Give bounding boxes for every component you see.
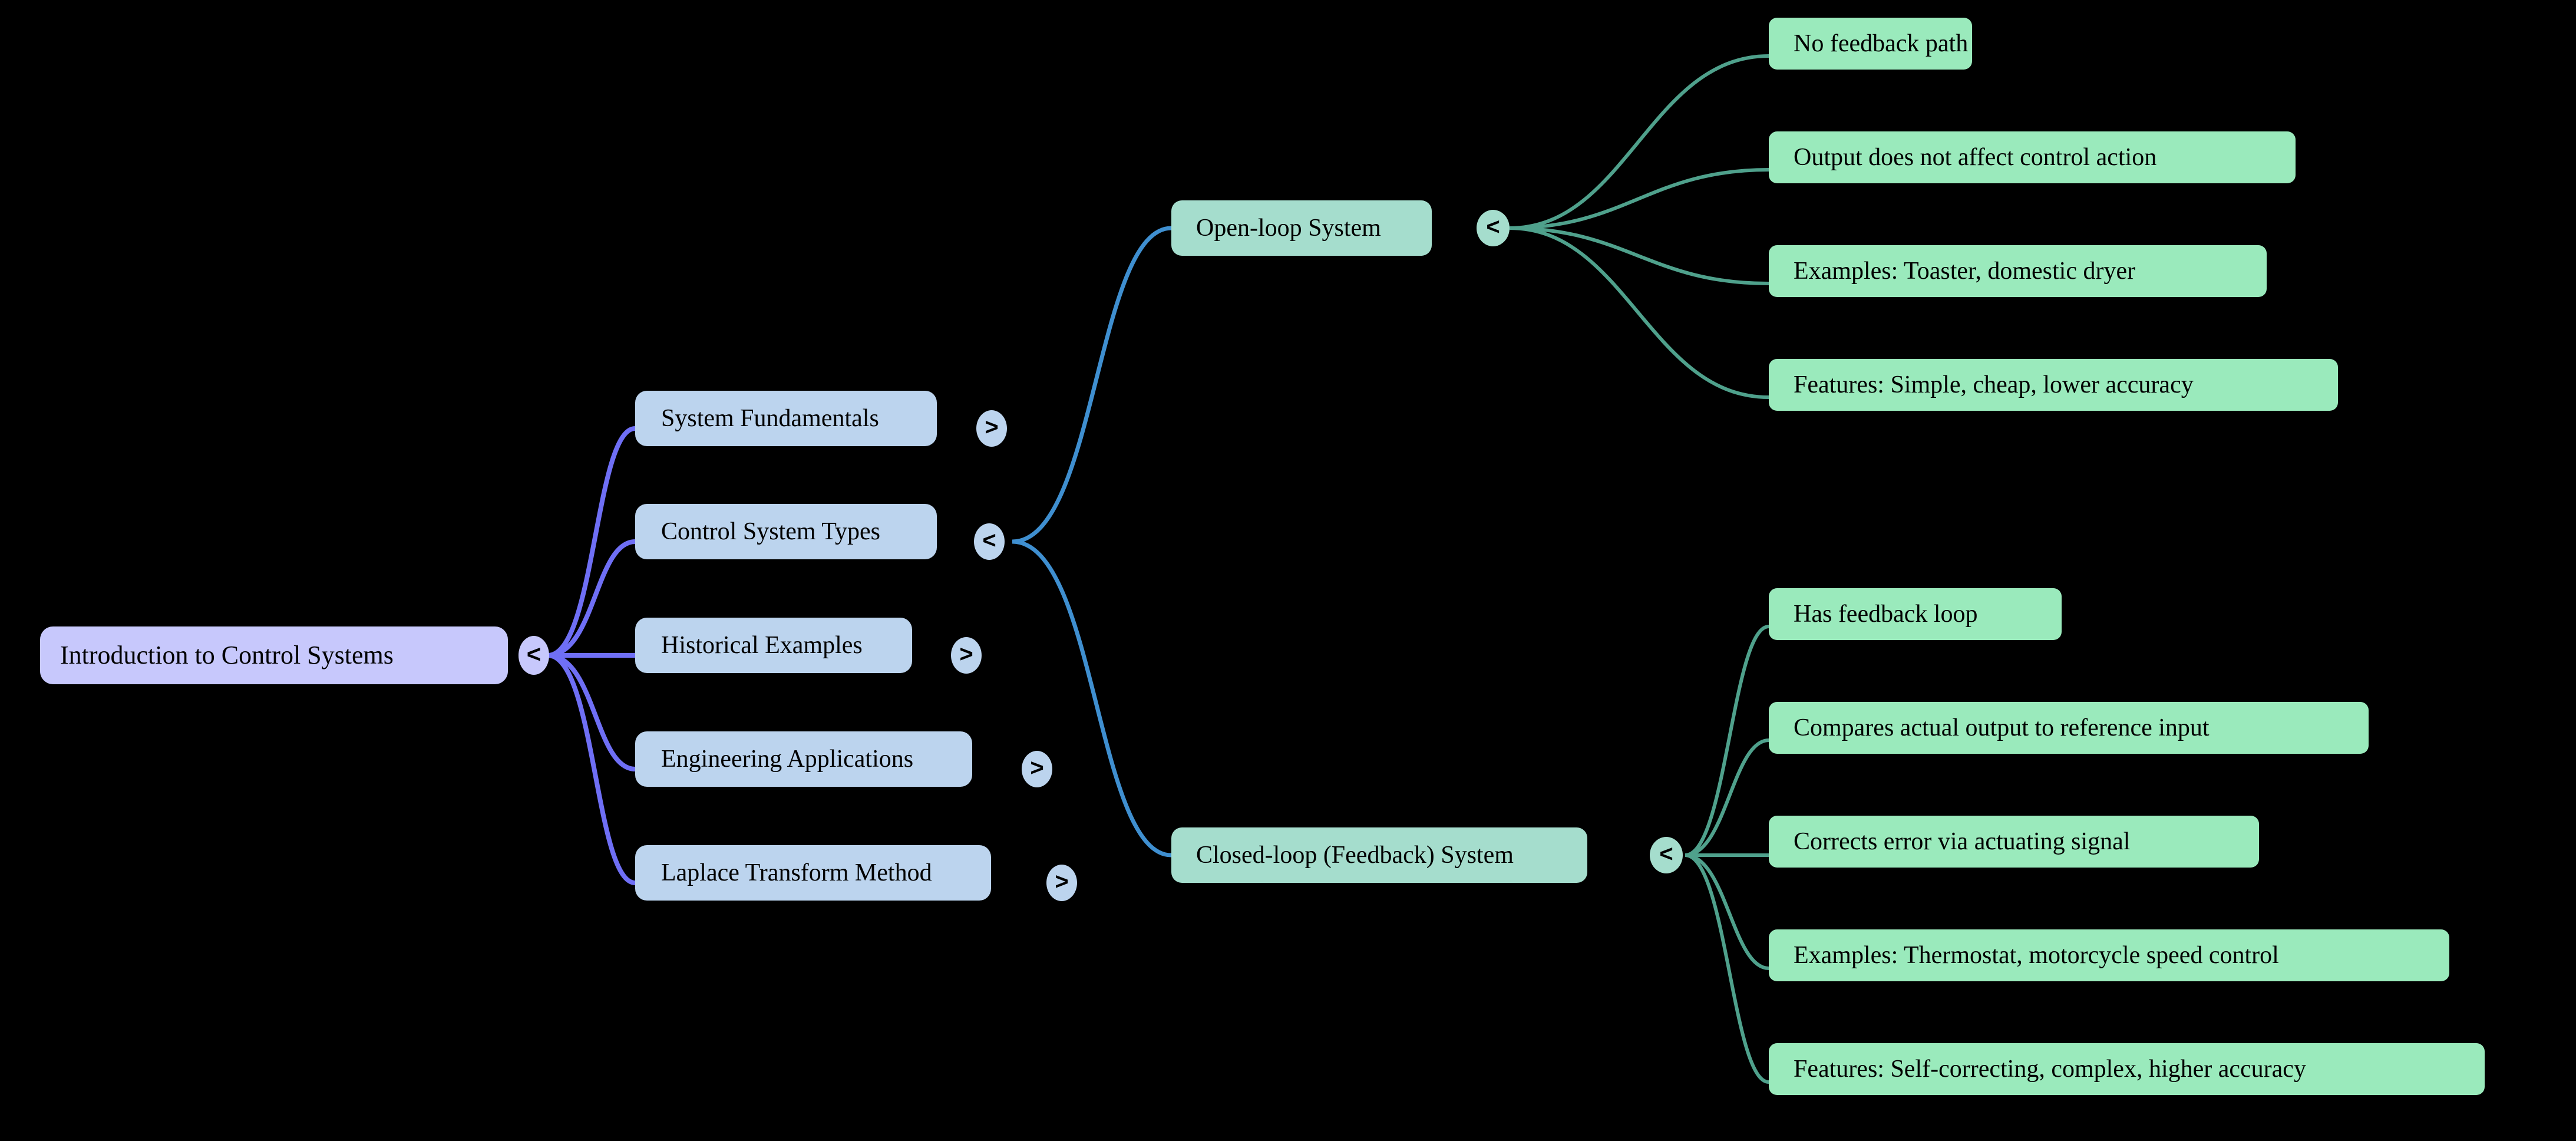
node-system-fundamentals[interactable]: System Fundamentals — [635, 391, 937, 446]
toggle-root[interactable]: < — [518, 636, 549, 675]
toggle-root-glyph: < — [526, 640, 541, 668]
leaf-no-feedback-path[interactable]: No feedback path — [1769, 18, 1972, 70]
leaf-no-feedback-path-label: No feedback path — [1794, 30, 1969, 57]
toggle-engineering-applications[interactable]: > — [1022, 751, 1052, 787]
node-historical-examples[interactable]: Historical Examples — [635, 618, 912, 673]
edge-root-system-fundamentals — [547, 426, 636, 658]
node-control-system-types[interactable]: Control System Types — [635, 504, 937, 559]
toggle-control-system-types-glyph: < — [982, 527, 996, 553]
edge-closedloop-features — [1685, 853, 1769, 1084]
toggle-historical-examples[interactable]: > — [951, 637, 982, 674]
leaf-has-feedback-loop-label: Has feedback loop — [1794, 601, 1978, 628]
leaf-features-simple-cheap-lower-accuracy[interactable]: Features: Simple, cheap, lower accuracy — [1769, 359, 2338, 411]
node-engineering-applications-label: Engineering Applications — [661, 746, 914, 773]
node-historical-examples-label: Historical Examples — [661, 632, 863, 659]
toggle-system-fundamentals[interactable]: > — [976, 410, 1007, 447]
edge-root-control-system-types — [547, 539, 636, 658]
node-laplace-transform-method-label: Laplace Transform Method — [661, 859, 932, 886]
node-control-system-types-label: Control System Types — [661, 518, 880, 545]
edge-openloop-examples — [1509, 226, 1769, 285]
toggle-system-fundamentals-glyph: > — [985, 414, 999, 440]
leaf-examples-toaster-domestic-dryer[interactable]: Examples: Toaster, domestic dryer — [1769, 245, 2267, 297]
toggle-open-loop-system[interactable]: < — [1477, 210, 1510, 246]
toggle-laplace-transform-method[interactable]: > — [1046, 865, 1077, 901]
leaf-compares-actual-output-to-reference-input[interactable]: Compares actual output to reference inpu… — [1769, 702, 2369, 754]
toggle-historical-examples-glyph: > — [959, 641, 973, 667]
node-closed-loop-system[interactable]: Closed-loop (Feedback) System — [1171, 827, 1587, 883]
node-closed-loop-system-label: Closed-loop (Feedback) System — [1196, 842, 1514, 869]
leaf-output-does-not-affect-control-action-label: Output does not affect control action — [1794, 144, 2157, 171]
node-open-loop-system[interactable]: Open-loop System — [1171, 200, 1432, 256]
edge-types-open-loop — [1012, 226, 1172, 544]
node-open-loop-system-label: Open-loop System — [1196, 215, 1381, 242]
leaf-features-simple-cheap-lower-accuracy-label: Features: Simple, cheap, lower accuracy — [1794, 371, 2194, 398]
leaf-features-self-correcting-complex-higher-accuracy-label: Features: Self-correcting, complex, high… — [1794, 1056, 2306, 1083]
leaf-examples-thermostat-motorcycle-speed-control[interactable]: Examples: Thermostat, motorcycle speed c… — [1769, 929, 2449, 981]
node-root[interactable]: Introduction to Control Systems — [40, 626, 508, 684]
leaf-compares-actual-output-to-reference-input-label: Compares actual output to reference inpu… — [1794, 714, 2210, 741]
leaf-examples-thermostat-motorcycle-speed-control-label: Examples: Thermostat, motorcycle speed c… — [1794, 942, 2279, 969]
toggle-engineering-applications-glyph: > — [1030, 754, 1044, 781]
edge-closedloop-compares-output — [1685, 738, 1769, 857]
leaf-output-does-not-affect-control-action[interactable]: Output does not affect control action — [1769, 131, 2296, 183]
edge-root-engineering-applications — [547, 653, 636, 771]
edge-types-closed-loop — [1012, 539, 1172, 858]
edge-openloop-features — [1509, 226, 1769, 399]
edge-openloop-output-no-affect — [1509, 168, 1769, 230]
toggle-laplace-transform-method-glyph: > — [1055, 868, 1069, 895]
edges-root-to-level2 — [547, 426, 636, 885]
node-root-label: Introduction to Control Systems — [60, 641, 394, 670]
leaf-features-self-correcting-complex-higher-accuracy[interactable]: Features: Self-correcting, complex, high… — [1769, 1043, 2485, 1095]
toggle-control-system-types[interactable]: < — [974, 523, 1005, 560]
edge-openloop-no-feedback-path — [1509, 54, 1769, 230]
leaf-examples-toaster-domestic-dryer-label: Examples: Toaster, domestic dryer — [1794, 258, 2136, 285]
edges-openloop-to-leaves — [1509, 54, 1769, 399]
edge-closedloop-has-feedback-loop — [1685, 625, 1769, 857]
toggle-closed-loop-system[interactable]: < — [1650, 837, 1683, 873]
toggle-closed-loop-system-glyph: < — [1659, 840, 1673, 867]
leaf-has-feedback-loop[interactable]: Has feedback loop — [1769, 588, 2062, 640]
node-laplace-transform-method[interactable]: Laplace Transform Method — [635, 845, 991, 901]
edges-closedloop-to-leaves — [1685, 625, 1769, 1084]
edge-root-laplace-transform-method — [547, 653, 636, 885]
leaf-corrects-error-via-actuating-signal-label: Corrects error via actuating signal — [1794, 828, 2131, 855]
node-system-fundamentals-label: System Fundamentals — [661, 405, 879, 432]
leaf-corrects-error-via-actuating-signal[interactable]: Corrects error via actuating signal — [1769, 816, 2259, 868]
edge-closedloop-examples — [1685, 853, 1769, 970]
node-engineering-applications[interactable]: Engineering Applications — [635, 731, 972, 787]
toggle-open-loop-system-glyph: < — [1486, 213, 1500, 240]
